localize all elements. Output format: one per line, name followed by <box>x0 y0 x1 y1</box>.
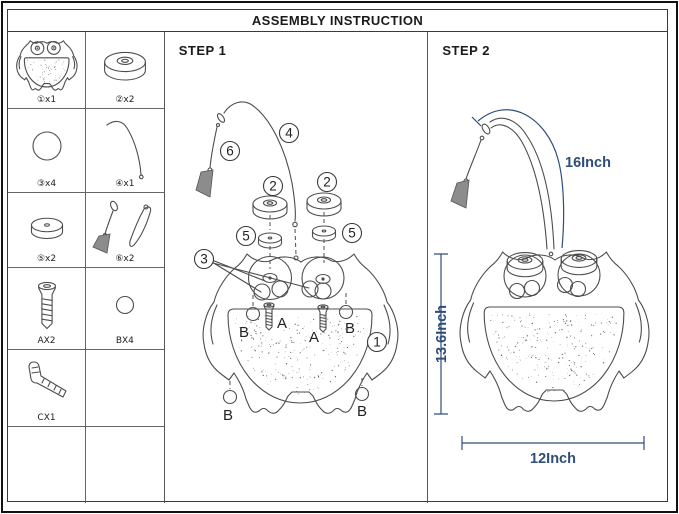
rod-hole <box>550 252 554 256</box>
callout-5-right: 5 <box>342 224 361 243</box>
instruction-sheet: ASSEMBLY INSTRUCTION ①x1 ②x2 <box>7 9 668 502</box>
screw-right <box>318 305 328 332</box>
step2-panel: STEP 2 <box>428 32 667 503</box>
part-label-screw: AX2 <box>8 336 85 346</box>
content: ①x1 ②x2 ③x4 ④x1 <box>8 32 667 503</box>
part-cell-allen-key: CX1 <box>8 350 86 427</box>
step1-diagram: 4 6 2 2 5 5 3 1 A A B B <box>165 32 428 503</box>
callout-2-left: 2 <box>263 177 282 196</box>
part-label-small-disc: ⑤x2 <box>8 254 85 264</box>
label-b-bottom-left: B <box>223 407 233 424</box>
label-b-bottom-right: B <box>357 403 367 420</box>
width-label: 12Inch <box>530 451 576 467</box>
callout-6: 6 <box>220 142 239 161</box>
page-title: ASSEMBLY INSTRUCTION <box>252 13 423 28</box>
part-cell-tassel: ⑥x2 <box>86 193 164 268</box>
step1-title: STEP 1 <box>179 43 227 58</box>
part-label-curved-rod: ④x1 <box>86 179 164 189</box>
part-cell-small-disc: ⑤x2 <box>8 193 86 268</box>
step2-diagram: 16Inch 13.6Inch 12Inch <box>428 32 667 503</box>
tassel <box>196 127 217 197</box>
svg-text:3: 3 <box>200 252 208 267</box>
empty-cell <box>8 427 86 503</box>
height-label: 13.6Inch <box>434 305 450 363</box>
callout-3: 3 <box>194 250 213 269</box>
step2-title: STEP 2 <box>442 43 490 58</box>
svg-text:6: 6 <box>226 144 234 159</box>
part-cell-owl-body: ①x1 <box>8 32 86 109</box>
svg-text:4: 4 <box>285 126 293 141</box>
svg-text:2: 2 <box>323 175 331 190</box>
eye-right-assembled <box>558 251 601 297</box>
rod-length-label: 16Inch <box>565 155 611 171</box>
part-label-ball: BX4 <box>86 336 164 346</box>
callout3-leaders <box>212 260 309 292</box>
screw-left <box>264 303 274 330</box>
header: ASSEMBLY INSTRUCTION <box>8 10 667 32</box>
part-cell-round-plate: ③x4 <box>8 109 86 193</box>
parts-list: ①x1 ②x2 ③x4 ④x1 <box>8 32 165 503</box>
part-label-tassel: ⑥x2 <box>86 254 164 264</box>
part-label-round-plate: ③x4 <box>8 179 85 189</box>
empty-cell <box>86 427 164 503</box>
svg-text:5: 5 <box>348 226 356 241</box>
eye-right <box>302 257 344 299</box>
svg-text:1: 1 <box>373 335 381 350</box>
step1-panel: STEP 1 <box>165 32 429 503</box>
label-a-left: A <box>277 315 287 332</box>
small-disc-right <box>312 226 335 241</box>
owl-body-outline <box>203 254 398 413</box>
part-cell-curved-rod: ④x1 <box>86 109 164 193</box>
callout-2-right: 2 <box>317 173 336 192</box>
label-a-right: A <box>309 329 319 346</box>
callout-4: 4 <box>279 124 298 143</box>
empty-cell <box>86 350 164 427</box>
svg-text:2: 2 <box>269 179 277 194</box>
tassel <box>451 140 481 208</box>
part-cell-large-disc: ②x2 <box>86 32 164 109</box>
callout-1: 1 <box>367 333 386 352</box>
part-cell-screw: AX2 <box>8 268 86 350</box>
part-label-allen-key: CX1 <box>8 413 85 423</box>
assembled-owl <box>460 251 649 412</box>
label-b-top-right: B <box>345 320 355 337</box>
callout-5-left: 5 <box>236 227 255 246</box>
rod-length-dimension <box>472 110 564 248</box>
svg-text:5: 5 <box>242 229 250 244</box>
part-label-large-disc: ②x2 <box>86 95 164 105</box>
width-dimension <box>462 436 644 450</box>
part-cell-ball: BX4 <box>86 268 164 350</box>
part-label-owl-body: ①x1 <box>8 95 85 105</box>
small-disc-left <box>258 233 281 248</box>
label-b-top-left: B <box>239 324 249 341</box>
mounted-rod <box>481 118 555 249</box>
